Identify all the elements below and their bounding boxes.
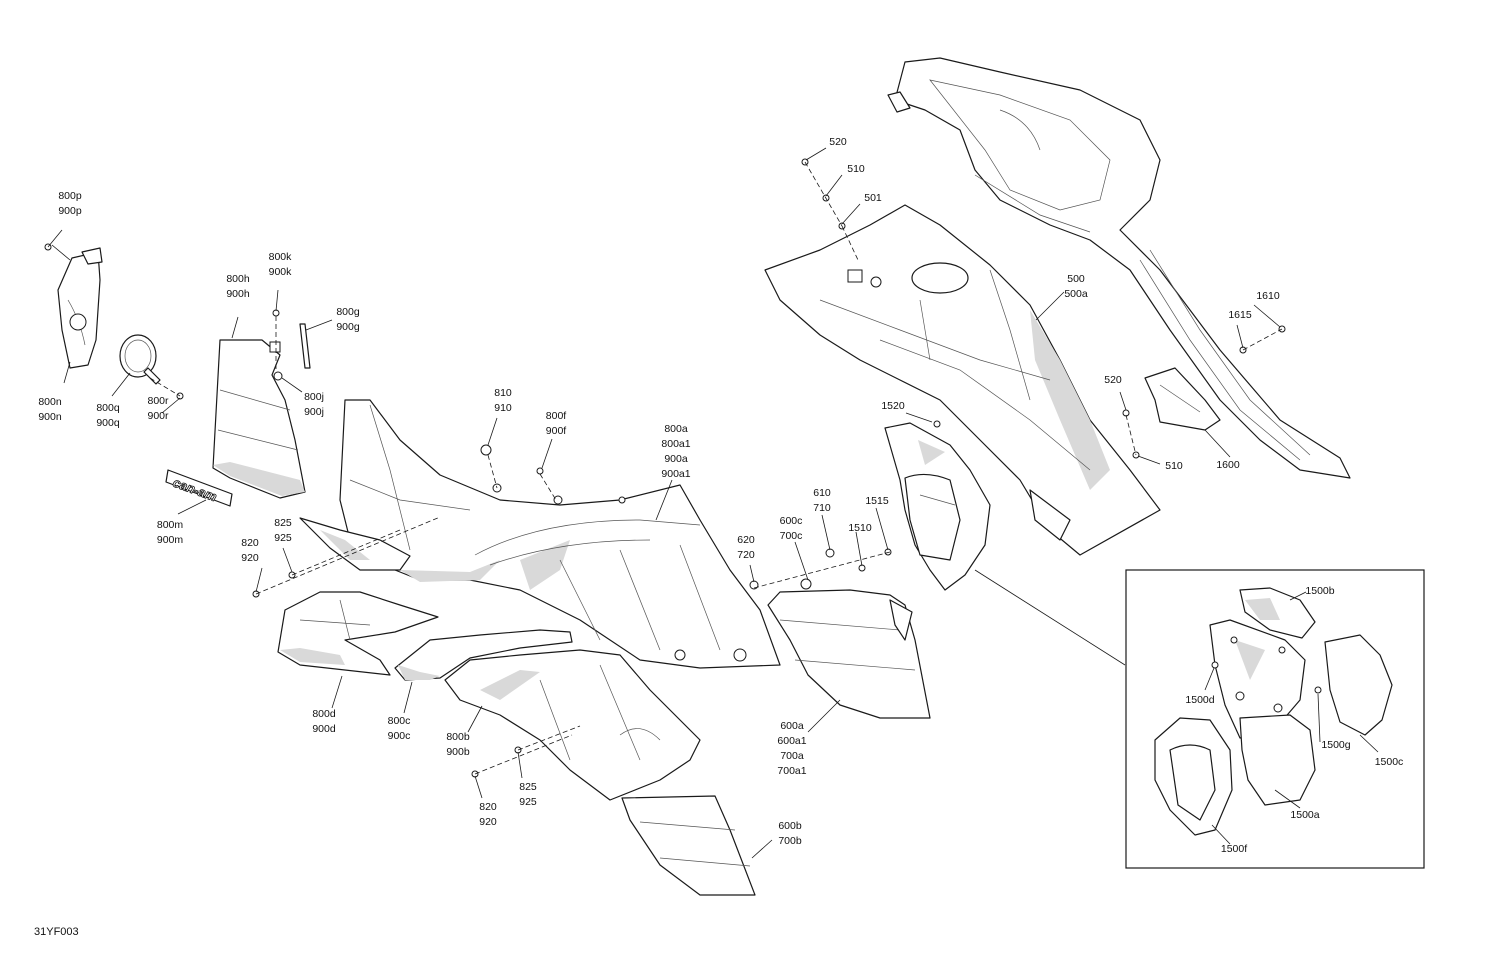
callout-510-top: 510	[847, 163, 865, 175]
leader-lines	[47, 147, 1379, 859]
panel-600b	[621, 795, 756, 896]
panel-800d	[277, 591, 439, 676]
callout-1615: 1615	[1228, 309, 1252, 321]
panel-800c	[394, 629, 573, 681]
logo-text: can-am	[171, 475, 219, 505]
callout-1500b: 1500b	[1305, 585, 1334, 597]
fasteners	[44, 158, 1286, 778]
small-side-panel-1600	[1144, 367, 1221, 431]
callout-1500g: 1500g	[1321, 739, 1350, 751]
callout-520-right: 520	[1104, 374, 1122, 386]
lower-front-panel	[299, 517, 411, 571]
diagram-code: 31YF003	[34, 926, 79, 938]
callout-520-top: 520	[829, 136, 847, 148]
panel-600a	[767, 578, 931, 719]
main-side-fairing-800a	[339, 399, 781, 669]
callout-1500a: 1500a	[1290, 809, 1319, 821]
callout-1610: 1610	[1256, 290, 1280, 302]
callout-1515: 1515	[865, 495, 889, 507]
callout-501: 501	[864, 192, 882, 204]
callout-1600: 1600	[1216, 459, 1240, 471]
center-cover-1500	[884, 422, 991, 591]
callout-1500c: 1500c	[1375, 756, 1404, 768]
callout-1500f: 1500f	[1221, 843, 1247, 855]
callout-1520: 1520	[881, 400, 905, 412]
inset-detail-1500	[1125, 569, 1425, 869]
callout-510-right: 510	[1165, 460, 1183, 472]
center-tank-cover	[764, 204, 1161, 556]
brand-logo-badge: can-am	[165, 469, 233, 507]
left-bracket-800n	[57, 247, 103, 369]
ring-800q	[119, 334, 161, 385]
callout-1510: 1510	[848, 522, 872, 534]
panel-800h	[212, 339, 306, 499]
strip-800g	[299, 323, 311, 369]
callout-1500d: 1500d	[1185, 694, 1214, 706]
panel-800b	[444, 649, 701, 801]
rear-body-panel	[887, 57, 1351, 479]
